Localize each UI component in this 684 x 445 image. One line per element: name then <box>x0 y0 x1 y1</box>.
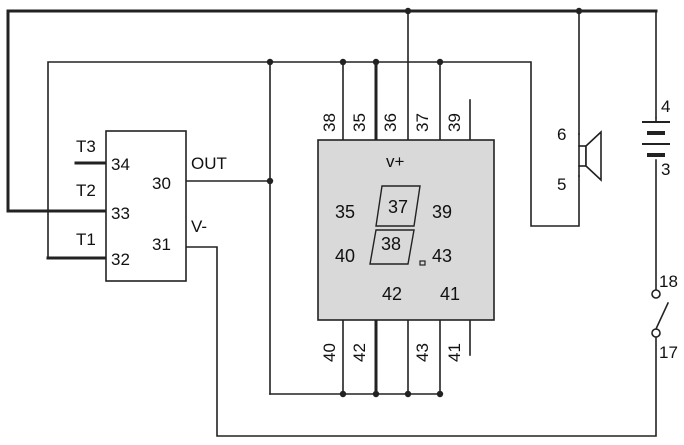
timer-ic: T3 T2 T1 34 33 32 30 31 OUT V- <box>76 130 227 282</box>
top-pin-37: 37 <box>413 113 432 132</box>
pin-label-t1: T1 <box>76 230 96 249</box>
switch-contact-top <box>651 289 661 299</box>
digit-label-38: 38 <box>381 234 401 254</box>
seven-segment-digit: 37 38 <box>369 185 426 266</box>
junction-dot <box>404 7 412 15</box>
decimal-point <box>419 260 426 266</box>
pin-number-34: 34 <box>111 155 130 174</box>
inner-label-39: 39 <box>432 202 452 222</box>
switch-lever <box>654 301 670 331</box>
junction-dot <box>339 58 347 66</box>
inner-label-41: 41 <box>440 284 460 304</box>
switch-contact-bottom <box>651 328 661 338</box>
junction-dot <box>339 390 347 398</box>
speaker-magnet <box>578 145 587 167</box>
junction-dot <box>404 390 412 398</box>
junction-dot <box>372 58 380 66</box>
battery-pin-3: 3 <box>661 160 670 179</box>
speaker-cone <box>585 130 602 182</box>
wires <box>6 9 658 437</box>
junctions <box>266 7 583 398</box>
junction-dot <box>266 177 274 185</box>
segment-lower <box>369 229 415 265</box>
pin-label-t2: T2 <box>76 181 96 200</box>
inner-label-43: 43 <box>432 246 452 266</box>
switch-pin-17: 17 <box>659 343 678 362</box>
inner-label-40: 40 <box>335 246 355 266</box>
bottom-pin-40: 40 <box>320 343 339 362</box>
pin-number-32: 32 <box>111 250 130 269</box>
junction-dot <box>436 390 444 398</box>
switch-pin-18: 18 <box>659 272 678 291</box>
speaker-icon: 6 5 <box>557 125 602 194</box>
bottom-pin-41: 41 <box>445 343 464 362</box>
top-pin-35: 35 <box>350 113 369 132</box>
display-module: v+ 38 35 36 37 39 40 42 43 41 35 39 40 4… <box>317 113 495 362</box>
junction-dot <box>266 58 274 66</box>
pin-number-31: 31 <box>152 235 171 254</box>
inner-label-42: 42 <box>382 284 402 304</box>
timer-box <box>105 130 187 282</box>
junction-dot <box>575 7 583 15</box>
wire-top-rail <box>6 9 658 213</box>
top-pin-36: 36 <box>381 113 400 132</box>
pin-number-33: 33 <box>111 204 130 223</box>
display-vplus-label: v+ <box>386 152 405 171</box>
speaker-pin-5: 5 <box>557 175 566 194</box>
pin-number-30: 30 <box>152 174 171 193</box>
top-pin-38: 38 <box>320 113 339 132</box>
pin-label-vminus: V- <box>191 217 207 236</box>
bottom-pin-43: 43 <box>413 343 432 362</box>
bottom-pin-42: 42 <box>350 343 369 362</box>
top-pin-39: 39 <box>445 113 464 132</box>
inner-label-35: 35 <box>335 202 355 222</box>
segment-upper <box>375 185 421 227</box>
switch-icon: 18 17 <box>651 272 678 362</box>
pin-label-t3: T3 <box>76 137 96 156</box>
battery-pin-4: 4 <box>661 97 670 116</box>
digit-label-37: 37 <box>388 197 408 217</box>
junction-dot <box>436 58 444 66</box>
battery-icon: 4 3 <box>642 97 670 179</box>
junction-dot <box>372 390 380 398</box>
speaker-pin-6: 6 <box>557 125 566 144</box>
pin-label-out: OUT <box>191 154 227 173</box>
wire-vminus <box>185 246 657 437</box>
